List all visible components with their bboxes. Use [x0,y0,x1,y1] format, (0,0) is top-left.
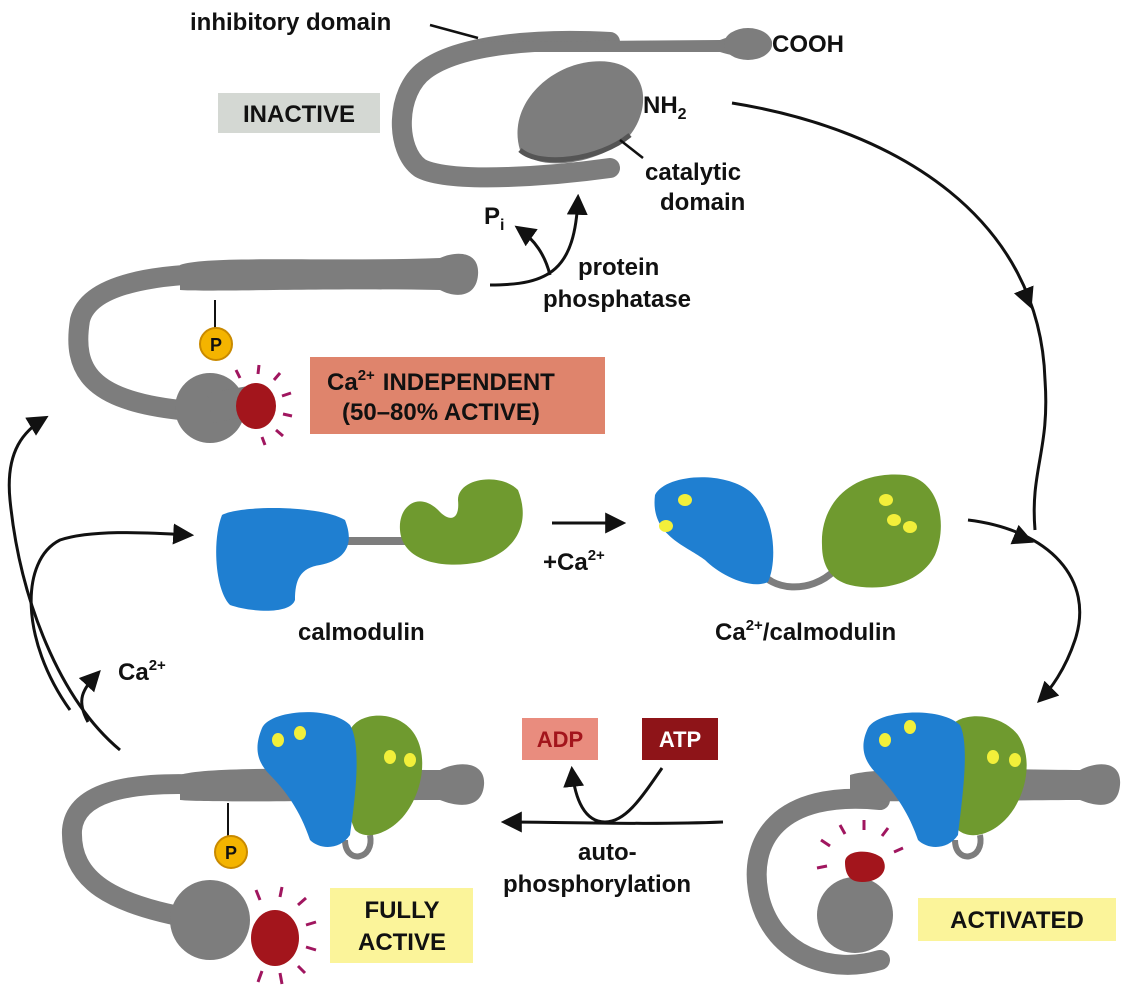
plus-ca-label: +Ca2+ [543,547,605,576]
atp-label: ATP [659,727,701,752]
auto-label-line2: phosphorylation [503,871,691,898]
atp-adp-arrow [563,765,664,824]
activation-arc-bottom [967,518,1082,703]
phosphate-badge-label: P [210,335,222,355]
ca-independent-box [310,357,605,434]
pi-release-arrow [514,225,552,276]
catalytic-label-line1: catalytic [645,159,741,186]
auto-label-line1: auto- [578,839,637,866]
cooh-label: COOH [772,31,844,58]
ca-calmodulin [654,474,941,591]
inactive-box [218,93,380,133]
fully-active-line2: ACTIVE [358,929,446,956]
calmodulin-free [216,479,523,611]
phosphate-badge-left [199,327,233,361]
ca-release-arrow [78,669,101,723]
protein-phosphatase-line1: protein [578,254,659,281]
adp-label: ADP [537,727,583,752]
fully-active-box [330,888,473,963]
ca-independent-line2: (50–80% ACTIVE) [342,399,540,426]
ca-released-label: Ca2+ [118,657,166,686]
activated-box [918,898,1116,941]
inhibitory-domain-leader [429,23,479,40]
activated-kinase [746,712,1121,975]
inhibitory-domain-label: inhibitory domain [190,9,391,36]
phosphatase-arrow [489,193,588,287]
fully-active-kinase: P [61,712,485,985]
glow-rays [234,364,293,446]
fully-active-line1: FULLY [364,897,439,924]
atp-box [642,718,718,760]
ca-independent-line1: Ca2+INDEPENDENT [327,367,555,396]
active-site-glow [236,383,276,429]
ca-calmodulin-label: Ca2+/calmodulin [715,617,896,646]
calmodulin-release-arc [29,523,195,711]
phosphate-badge-bottom [214,835,248,869]
protein-phosphatase-line2: phosphatase [543,286,691,313]
inactive-label: INACTIVE [243,101,355,128]
activated-label: ACTIVATED [950,907,1084,934]
activation-arc-top [731,101,1048,531]
nh2-label: NH2 [643,92,687,123]
adp-box [522,718,598,760]
catalytic-label-line2: domain [660,189,745,216]
release-arc-outer [7,415,121,752]
catalytic-domain-leader [619,139,644,159]
inactive-kinase [391,28,773,188]
phosphate-badge-bottom-label: P [225,843,237,863]
autophosphorylation-arrow [500,811,724,833]
calmodulin-label: calmodulin [298,619,425,646]
ca-independent-kinase: P [68,253,479,446]
pi-label: Pi [484,203,504,234]
